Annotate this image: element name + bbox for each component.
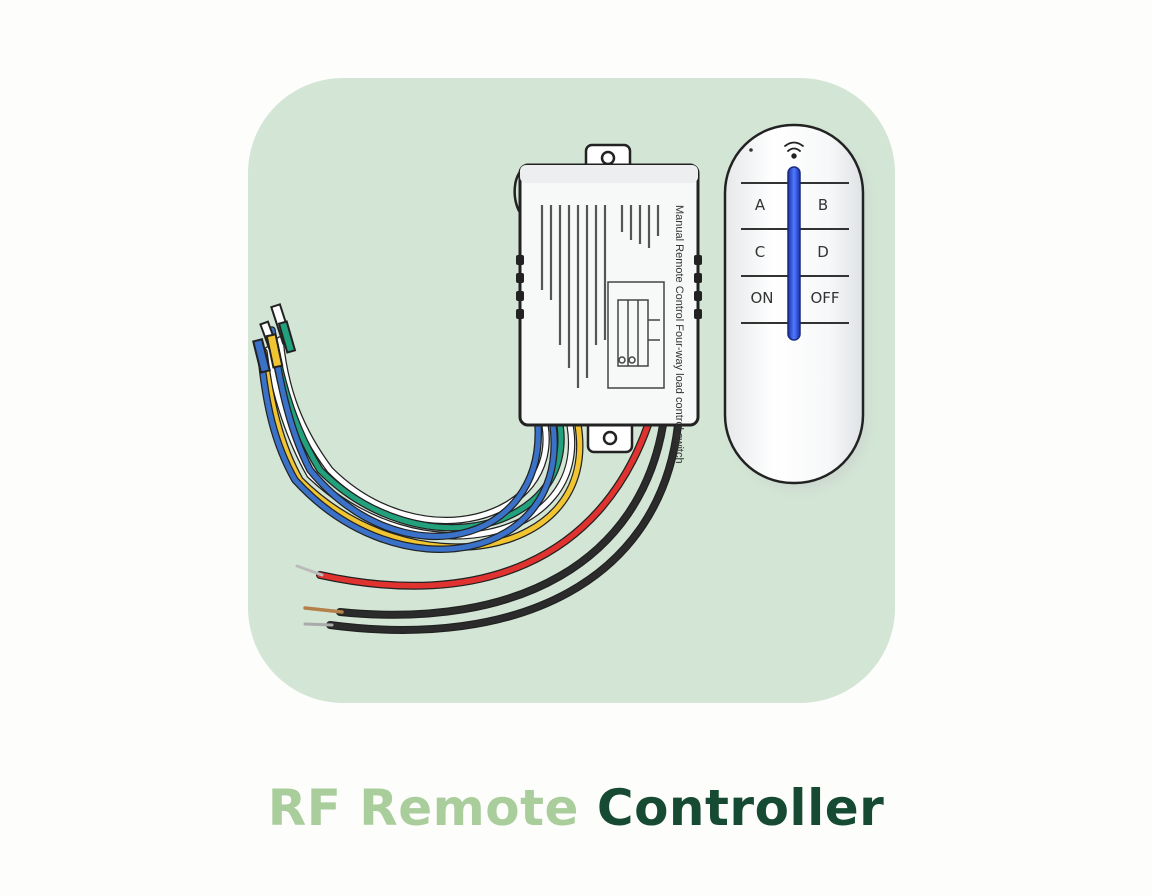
module-fine-print bbox=[540, 205, 660, 388]
wifi-signal-icon bbox=[784, 141, 804, 159]
remote-key-a[interactable]: A bbox=[754, 196, 766, 214]
receiver-module: Manual Remote Control Four-way load cont… bbox=[513, 143, 702, 464]
remote-control bbox=[723, 123, 868, 490]
remote-key-on[interactable]: ON bbox=[750, 289, 774, 307]
remote-indicator-bar bbox=[787, 166, 801, 341]
title-part-light: RF Remote bbox=[267, 779, 579, 837]
title-part-dark: Controller bbox=[596, 779, 885, 837]
wire-bundle-left bbox=[252, 303, 584, 553]
module-heading: Manual Remote Control Four-way load cont… bbox=[673, 205, 685, 464]
remote-key-off[interactable]: OFF bbox=[810, 289, 840, 307]
remote-key-b[interactable]: B bbox=[817, 196, 829, 214]
page-title: RF Remote Controller bbox=[0, 776, 1152, 840]
module-wiring-diagram bbox=[607, 281, 665, 389]
remote-led-dot bbox=[749, 148, 753, 152]
wire-bundle-power bbox=[295, 421, 682, 634]
remote-key-c[interactable]: C bbox=[754, 243, 766, 261]
remote-key-d[interactable]: D bbox=[817, 243, 829, 261]
